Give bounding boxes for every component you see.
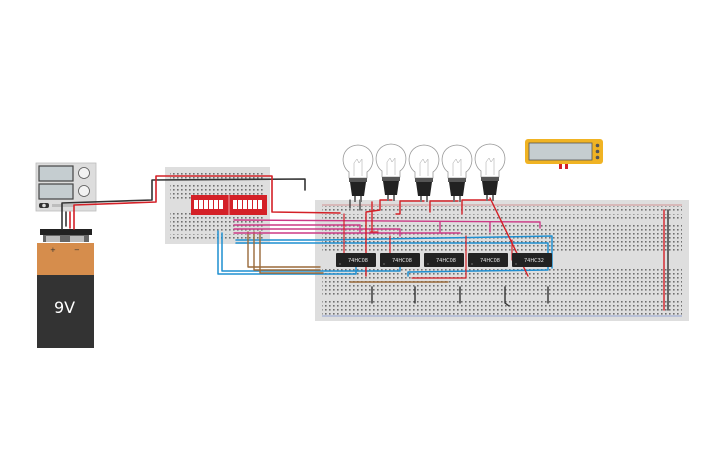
ic-chips[interactable]: 74HC08 74HC08 74HC08 74HC08 74HC32 [336, 253, 552, 267]
voltage-knob[interactable] [78, 167, 90, 179]
wires[interactable] [61, 175, 669, 311]
wire-brown-1 [247, 231, 321, 268]
dip-switch-toggles[interactable] [194, 200, 262, 209]
ic-chip[interactable]: 74HC32 [512, 253, 552, 267]
wire-blue-3 [235, 235, 553, 269]
battery-plus-label: + [50, 246, 56, 254]
ic-chip[interactable]: 74HC08 [468, 253, 508, 267]
ic-chip[interactable]: 74HC08 [424, 253, 464, 267]
chip-label: 74HC08 [480, 258, 500, 264]
wire-brown-2 [253, 231, 321, 271]
ic-chip[interactable]: 74HC08 [336, 253, 376, 267]
wire-pink-1 [233, 219, 541, 229]
dip-switch[interactable] [191, 195, 267, 215]
light-bulbs[interactable] [342, 143, 506, 202]
light-bulb-icon[interactable] [408, 144, 440, 202]
chip-label: 74HC08 [436, 258, 456, 264]
ic-chip[interactable]: 74HC08 [380, 253, 420, 267]
light-bulb-icon[interactable] [342, 144, 374, 202]
wire-black-4 [504, 286, 510, 307]
wire-red-bulb-3 [395, 200, 425, 215]
chip-label: 74HC32 [524, 258, 544, 264]
light-bulb-icon[interactable] [474, 143, 506, 201]
current-knob[interactable] [78, 185, 90, 197]
wire-red-bulb-2 [365, 199, 393, 277]
battery[interactable]: + − 9V [37, 229, 94, 348]
wire-blue-1 [217, 230, 357, 275]
wire-red-bulb-4 [429, 200, 459, 213]
wire-blue-4 [235, 242, 549, 277]
wire-red-chip-c [411, 235, 467, 279]
light-bulb-icon[interactable] [375, 143, 407, 201]
battery-body [37, 275, 94, 348]
battery-minus-label: − [74, 246, 80, 254]
chip-label: 74HC08 [348, 258, 368, 264]
multimeter[interactable] [525, 139, 603, 169]
chip-label: 74HC08 [392, 258, 412, 264]
wire-red-bulb-5 [461, 199, 491, 215]
battery-voltage-label: 9V [54, 298, 75, 317]
wire-brown-3 [259, 231, 324, 274]
wire-battery-black [61, 178, 306, 230]
light-bulb-icon[interactable] [441, 144, 473, 202]
battery-cap [37, 243, 94, 275]
wire-battery-red [73, 175, 341, 230]
